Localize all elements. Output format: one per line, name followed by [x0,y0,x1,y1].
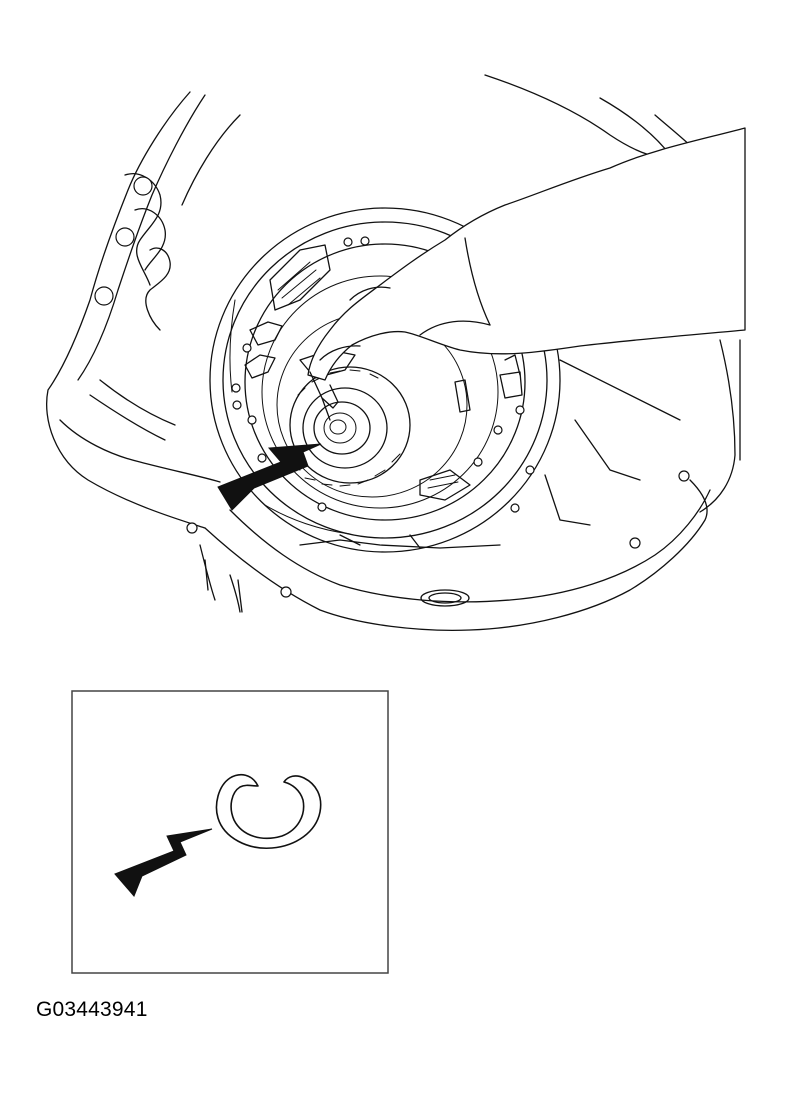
technician-hand [307,127,746,421]
arrow-icon [217,443,322,511]
clutch-assembly [209,207,561,553]
inset-panel [71,690,389,974]
arrow-icon [114,828,213,897]
snap-ring-icon [215,773,322,849]
figure-code: G03443941 [36,998,148,1021]
